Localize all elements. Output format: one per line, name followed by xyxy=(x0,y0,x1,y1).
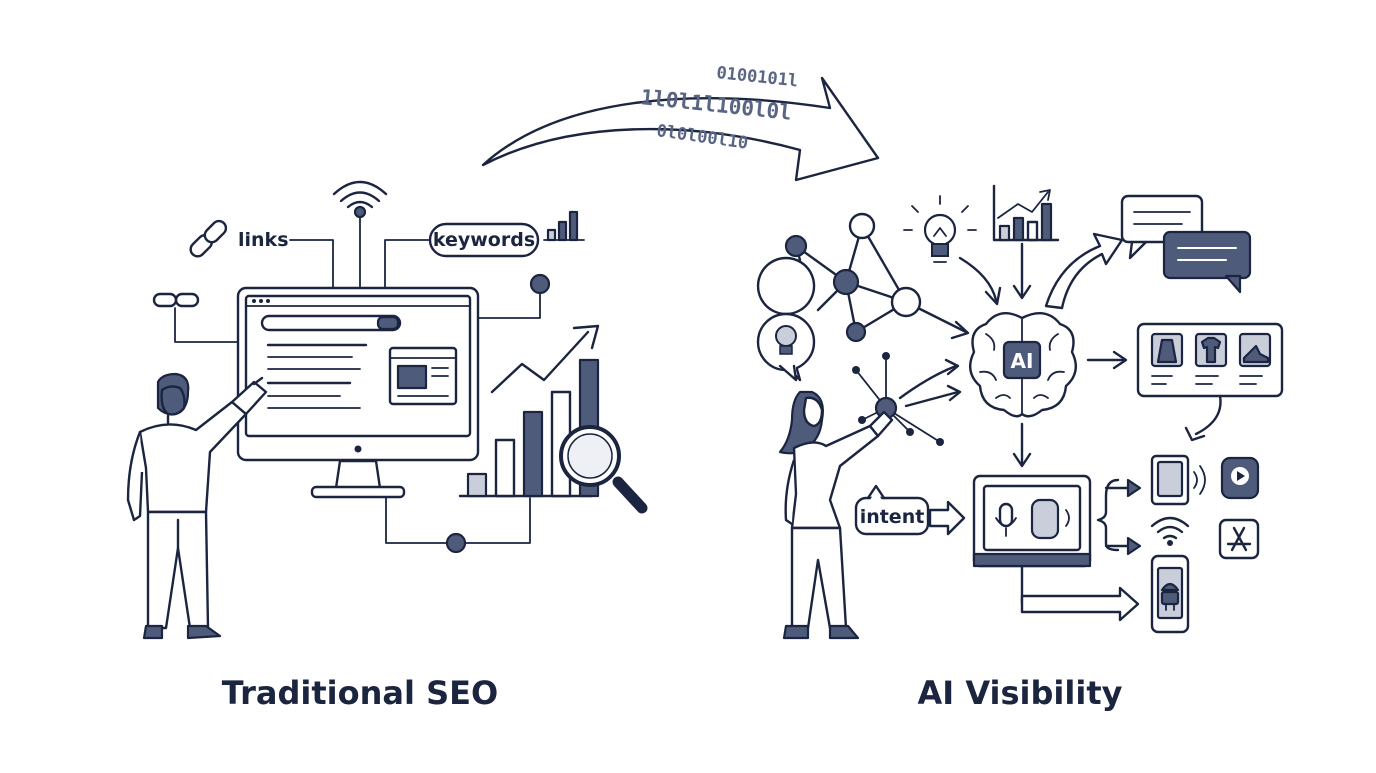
lightbulb-bubble xyxy=(756,256,816,382)
ai-chip-label: AI xyxy=(1011,349,1034,373)
lightbulb-icon xyxy=(775,325,797,355)
node-dot xyxy=(445,532,467,554)
network-graph xyxy=(784,212,970,343)
traditional-seo-title: Traditional SEO xyxy=(221,674,499,712)
android-phone-icon xyxy=(1150,554,1190,634)
magnifying-glass-icon xyxy=(559,425,648,514)
link-icon xyxy=(189,219,228,258)
dress-icon xyxy=(1156,338,1178,364)
woman-tapping-figure xyxy=(778,390,894,640)
bar-chart-icon xyxy=(543,210,585,242)
web-page-thumbnail xyxy=(388,346,458,406)
search-bar xyxy=(260,314,402,332)
shirt-icon xyxy=(1200,336,1222,364)
smart-display xyxy=(972,474,1140,622)
wifi-icon xyxy=(1150,516,1190,546)
tap-burst xyxy=(852,352,962,446)
chat-bubbles-icon xyxy=(1120,194,1252,294)
intent-bubble: intent xyxy=(854,484,966,536)
keywords-label: keywords xyxy=(433,229,535,251)
ai-visibility-title: AI Visibility xyxy=(917,674,1123,712)
links-label: links xyxy=(238,229,289,251)
device-fanout xyxy=(1096,478,1142,556)
microphone-icon xyxy=(995,502,1017,537)
node-dot xyxy=(529,273,551,295)
transition-arrow xyxy=(481,76,880,182)
bar-chart-icon xyxy=(992,184,1060,242)
lightbulb-icon xyxy=(903,195,977,263)
keywords-pill: keywords xyxy=(428,222,540,258)
intent-label: intent xyxy=(860,506,925,528)
product-cards xyxy=(1136,322,1284,442)
search-results xyxy=(266,343,368,409)
binary-line-1: 0100101l xyxy=(715,63,799,91)
tablet-icon xyxy=(1150,454,1206,506)
brain-icon: AI xyxy=(968,312,1078,418)
smart-speaker-icon xyxy=(1030,498,1070,540)
shoe-icon xyxy=(1242,344,1270,364)
man-pointing-figure xyxy=(126,372,268,640)
app-store-icon xyxy=(1218,518,1260,560)
wifi-icon xyxy=(332,180,388,219)
link-icon xyxy=(152,292,200,308)
podcast-icon xyxy=(1220,456,1260,500)
